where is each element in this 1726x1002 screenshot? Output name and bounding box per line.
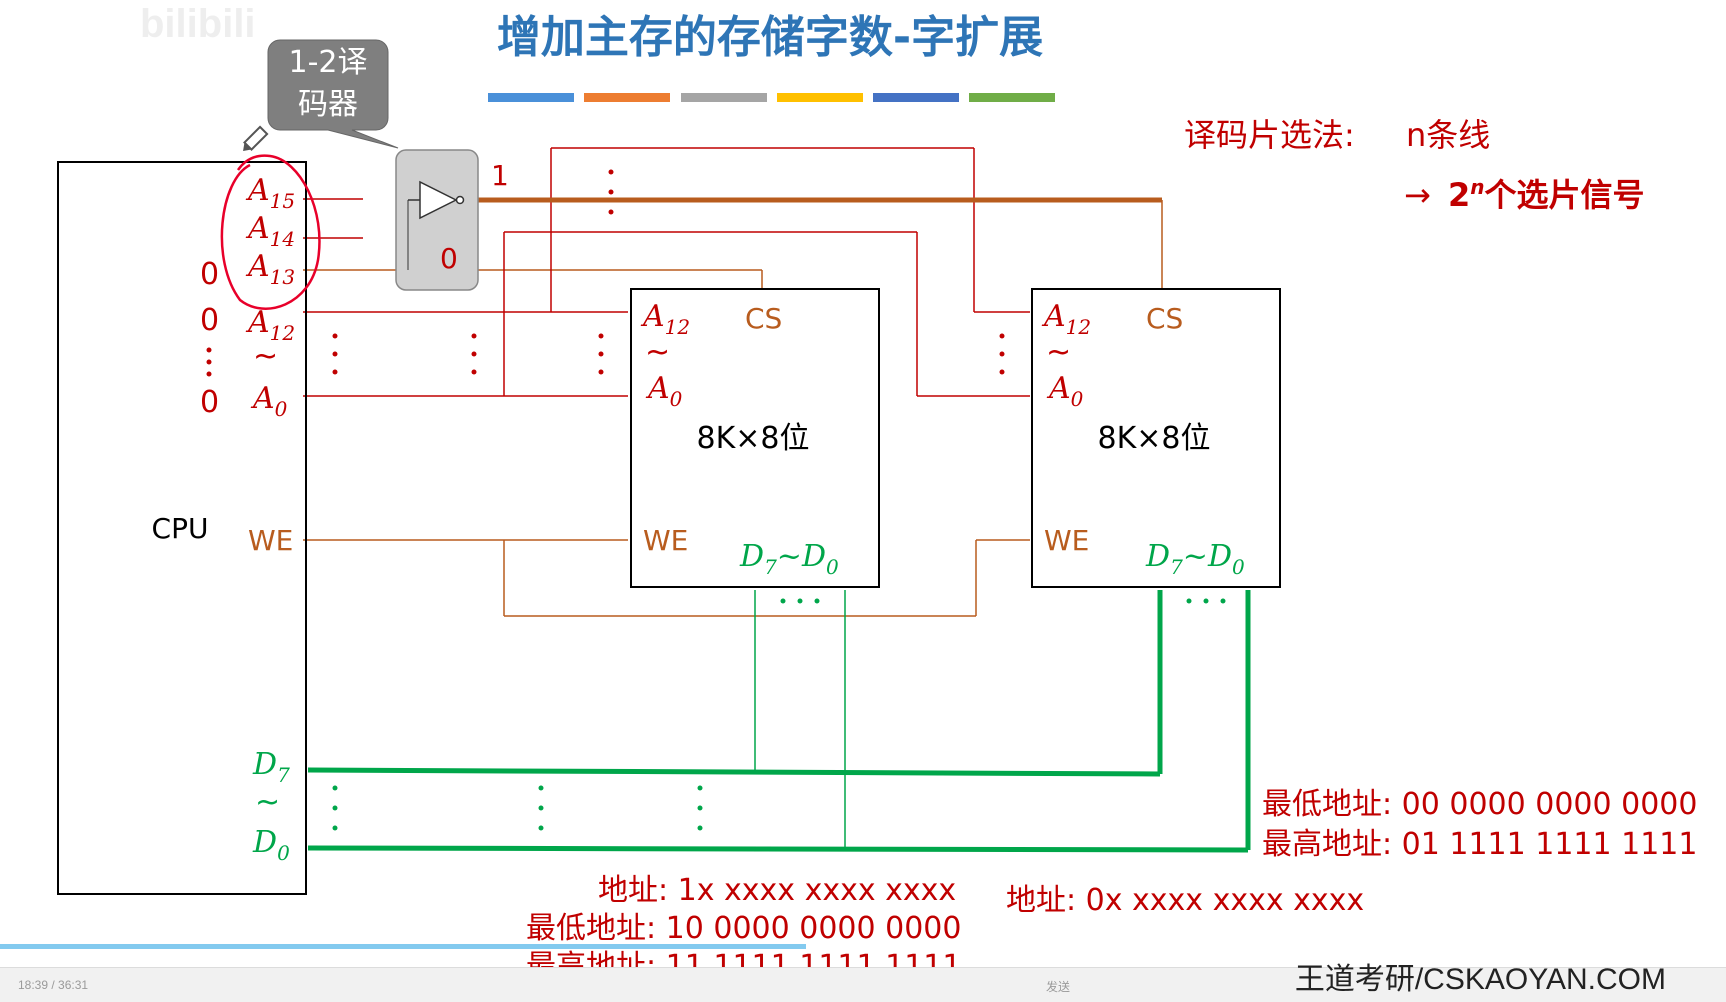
send-button[interactable]: 发送 [1046, 980, 1071, 994]
decoder-output-1 [470, 197, 1163, 290]
playback-time: 18:39 / 36:31 [18, 978, 89, 992]
decoder-out-0: 0 [440, 242, 458, 275]
svg-text:A12: A12 [640, 299, 690, 339]
watermark-logo: bilibili [140, 2, 256, 46]
chip1-lowest-address: 最低地址: 10 0000 0000 0000 [526, 911, 961, 946]
cpu-label: CPU [152, 512, 209, 545]
we-wires [303, 539, 1030, 617]
pin-a15: A15 [245, 173, 295, 213]
pin-a12: A12 [245, 305, 295, 345]
pin-d7: D7 [252, 747, 290, 787]
svg-text:~: ~ [645, 335, 670, 370]
chip2-highest-address: 最高地址: 01 1111 1111 1111 [1262, 827, 1697, 862]
chip2-data: D7~D0 [1145, 539, 1245, 579]
svg-text:2n个选片信号: 2n个选片信号 [1448, 175, 1645, 214]
chip1-data: D7~D0 [739, 539, 839, 579]
method-value: n条线 [1406, 116, 1490, 154]
svg-text:1-2译: 1-2译 [289, 45, 368, 80]
svg-text:码器: 码器 [298, 87, 358, 122]
decoder-callout: 1-2译 码器 [267, 39, 399, 149]
chip2-size: 8K×8位 [1098, 421, 1211, 456]
svg-text:A12: A12 [1041, 299, 1091, 339]
svg-text:~: ~ [1046, 335, 1071, 370]
player-control-bar[interactable]: 18:39 / 36:31 发送 [0, 967, 1726, 1002]
annotation-circle [220, 154, 321, 310]
pin-a0: A0 [250, 381, 288, 421]
chip1-cs: CS [745, 302, 782, 335]
bit-a12: 0 [200, 303, 219, 338]
cpu-box [57, 161, 307, 895]
decoder-out-1: 1 [491, 159, 509, 192]
chip2-cs: CS [1146, 302, 1183, 335]
method-label: 译码片选法: [1184, 116, 1355, 154]
pin-a13: A13 [245, 249, 295, 289]
chip2-lowest-address: 最低地址: 00 0000 0000 0000 [1262, 787, 1697, 822]
pen-icon [243, 125, 269, 151]
pin-a-tilde: ~ [253, 339, 278, 374]
cpu-we-label: WE [248, 524, 293, 557]
chip1-we: WE [643, 524, 688, 557]
pin-a14: A14 [245, 211, 295, 251]
memory-chip-2: A12 ~ A0 CS 8K×8位 WE D7~D0 [1031, 288, 1281, 588]
decoder-block [395, 149, 479, 291]
method-arrow-line: → 2n个选片信号 [1404, 175, 1645, 214]
chip2-address-pattern: 地址: 0x xxxx xxxx xxxx [1006, 883, 1364, 918]
footer-brand: 王道考研/CSKAOYAN.COM [1294, 963, 1666, 996]
data-bus-wires [307, 590, 1251, 853]
address-wires [303, 147, 1030, 397]
page-title: 增加主存的存储字数-字扩展 [497, 12, 1043, 63]
chip1-address-pattern: 地址: 1x xxxx xxxx xxxx [598, 873, 956, 908]
address-ellipsis [332, 169, 1005, 375]
title-color-bars [488, 93, 1055, 102]
chip2-we: WE [1044, 524, 1089, 557]
bit-ellipsis [206, 347, 212, 377]
pin-d-tilde: ~ [255, 785, 280, 820]
arrow-icon: → [1404, 176, 1431, 214]
video-progress[interactable] [0, 944, 806, 949]
svg-text:A0: A0 [645, 371, 683, 411]
data-ellipsis [332, 598, 1226, 831]
svg-text:A0: A0 [1046, 371, 1084, 411]
pin-d0: D0 [252, 825, 290, 865]
chip1-size: 8K×8位 [697, 421, 810, 456]
bit-a13: 0 [200, 257, 219, 292]
memory-chip-1: A12 ~ A0 CS 8K×8位 WE D7~D0 [630, 288, 880, 588]
bit-a0: 0 [200, 385, 219, 420]
